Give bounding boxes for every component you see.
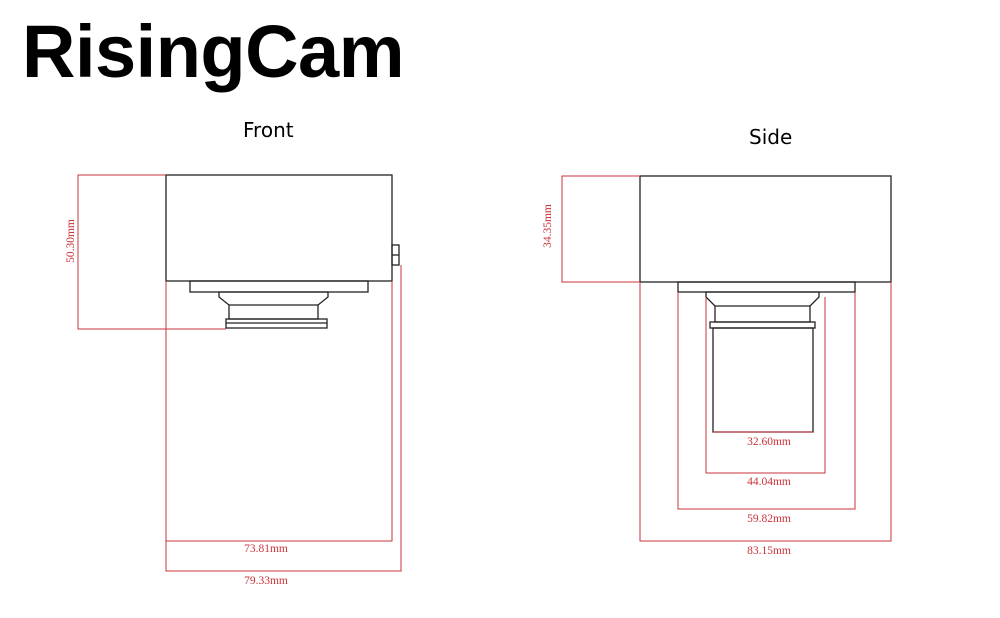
front-height-dimension-line — [77, 174, 226, 330]
side-height-label: 34.35mm — [542, 204, 554, 248]
side-dimensions — [561, 175, 892, 542]
front-view: 50.30mm 73.81mm 79.33mm — [65, 174, 402, 587]
front-view-title: Front — [243, 118, 294, 142]
front-outer-width-dimension-line — [165, 265, 402, 572]
side-width-4-dimension-line — [639, 282, 892, 542]
side-camera-body — [639, 175, 892, 283]
brand-logo: RisingCam — [22, 10, 405, 93]
side-width-1-label: 32.60mm — [747, 436, 791, 448]
side-width-2-label: 44.04mm — [747, 476, 791, 488]
side-view: 34.35mm 32.60mm 44.04mm 59.82mm 83.15mm — [542, 175, 892, 557]
front-inner-width-label: 73.81mm — [244, 543, 288, 555]
side-width-4-label: 83.15mm — [747, 545, 791, 557]
side-lens-barrel — [712, 327, 814, 433]
side-lens-flange — [709, 321, 816, 329]
front-dimensions — [77, 174, 402, 572]
side-width-3-dimension-line — [677, 292, 856, 510]
side-height-dimension-line — [561, 175, 640, 283]
side-mount-plate — [677, 281, 856, 293]
side-lens-mount — [705, 291, 820, 323]
front-outline — [165, 174, 400, 329]
front-inner-width-dimension-line — [165, 281, 393, 542]
front-outer-width-label: 79.33mm — [244, 575, 288, 587]
side-width-2-dimension-line — [705, 297, 826, 474]
side-width-3-label: 59.82mm — [747, 513, 791, 525]
front-camera-body — [165, 174, 393, 282]
front-mount-plate — [189, 280, 369, 293]
side-view-title: Side — [749, 125, 793, 149]
front-height-label: 50.30mm — [65, 219, 77, 263]
